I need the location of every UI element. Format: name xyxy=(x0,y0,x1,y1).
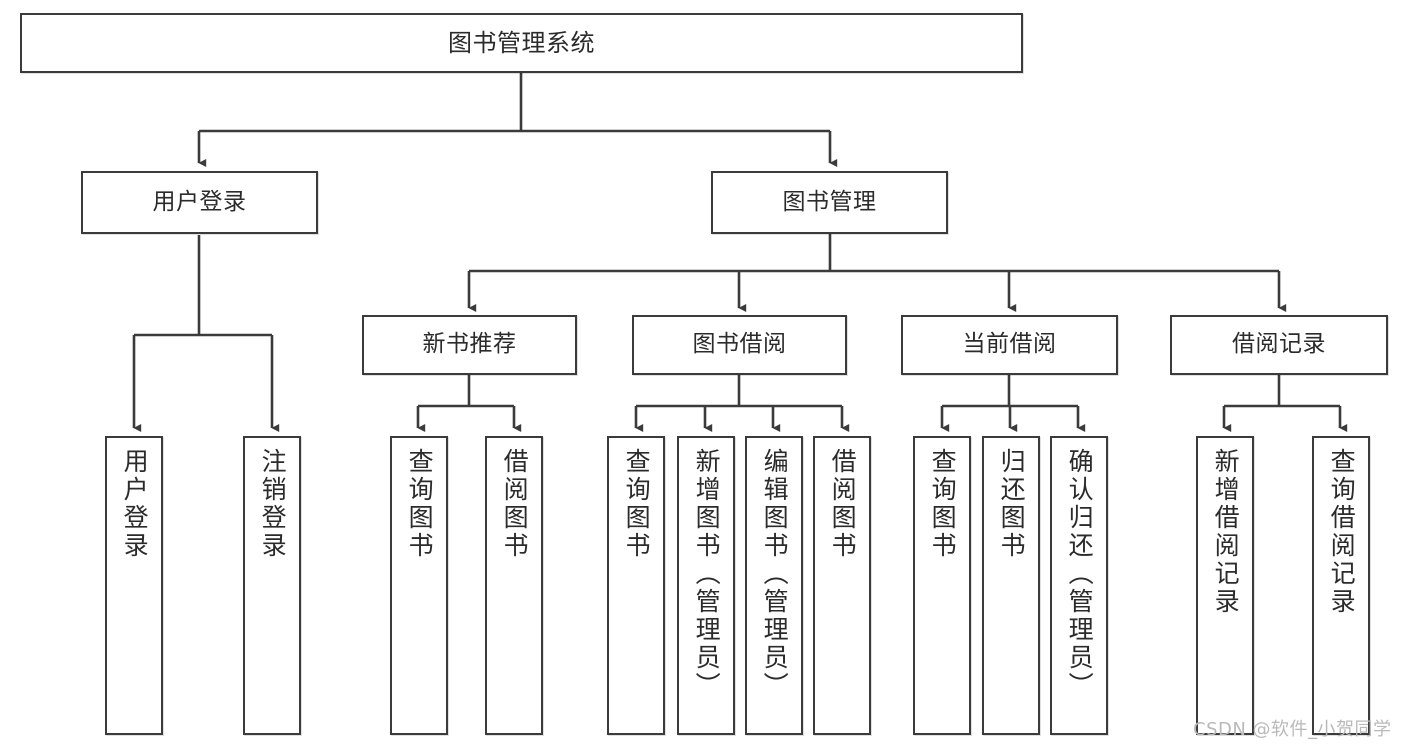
node-label: 查询图书 xyxy=(928,448,958,560)
node-label: 查询借阅记录 xyxy=(1327,448,1357,616)
csdn-watermark: CSDN @软件_小贺同学 xyxy=(1193,719,1392,740)
node-label: 新增图书（管理员） xyxy=(692,448,722,700)
node-label: 编辑图书（管理员） xyxy=(760,448,790,700)
node-user-login[interactable]: 用户登录 xyxy=(81,171,318,234)
node-current-borrow[interactable]: 当前借阅 xyxy=(901,315,1118,375)
node-leaf-query-book-borrow[interactable]: 查询图书 xyxy=(607,436,665,735)
node-leaf-borrow-book[interactable]: 借阅图书 xyxy=(813,436,871,735)
node-label: 新增借阅记录 xyxy=(1211,448,1241,616)
node-leaf-edit-book[interactable]: 编辑图书（管理员） xyxy=(745,436,803,735)
node-label: 确认归还（管理员） xyxy=(1065,448,1095,700)
node-label: 用户登录 xyxy=(152,188,247,215)
node-leaf-user-login[interactable]: 用户登录 xyxy=(105,436,163,735)
node-leaf-logout-login[interactable]: 注销登录 xyxy=(243,436,301,735)
node-leaf-add-book[interactable]: 新增图书（管理员） xyxy=(677,436,735,735)
node-book-management[interactable]: 图书管理 xyxy=(711,171,948,234)
node-leaf-confirm-return[interactable]: 确认归还（管理员） xyxy=(1050,436,1108,735)
node-label: 图书管理 xyxy=(782,188,877,215)
node-new-book-recommend[interactable]: 新书推荐 xyxy=(362,315,577,375)
node-leaf-add-borrow-record[interactable]: 新增借阅记录 xyxy=(1196,436,1254,735)
node-leaf-query-book-current[interactable]: 查询图书 xyxy=(913,436,971,735)
node-label: 当前借阅 xyxy=(962,331,1057,358)
node-label: 用户登录 xyxy=(120,448,150,560)
node-label: 图书借阅 xyxy=(692,331,787,358)
node-label: 借阅图书 xyxy=(500,448,530,560)
node-leaf-borrow-book-recommend[interactable]: 借阅图书 xyxy=(485,436,543,735)
node-book-borrow[interactable]: 图书借阅 xyxy=(632,315,847,375)
node-label: 查询图书 xyxy=(405,448,435,560)
node-label: 图书管理系统 xyxy=(448,28,595,57)
node-leaf-query-borrow-record[interactable]: 查询借阅记录 xyxy=(1312,436,1370,735)
node-root-system[interactable]: 图书管理系统 xyxy=(20,13,1023,73)
node-label: 归还图书 xyxy=(997,448,1027,560)
node-label: 借阅记录 xyxy=(1232,331,1326,358)
node-leaf-query-book-recommend[interactable]: 查询图书 xyxy=(390,436,448,735)
node-label: 查询图书 xyxy=(622,448,652,560)
node-label: 新书推荐 xyxy=(422,331,517,358)
node-borrow-record[interactable]: 借阅记录 xyxy=(1170,315,1388,375)
node-label: 借阅图书 xyxy=(828,448,858,560)
node-leaf-return-book[interactable]: 归还图书 xyxy=(982,436,1040,735)
node-label: 注销登录 xyxy=(258,448,288,560)
